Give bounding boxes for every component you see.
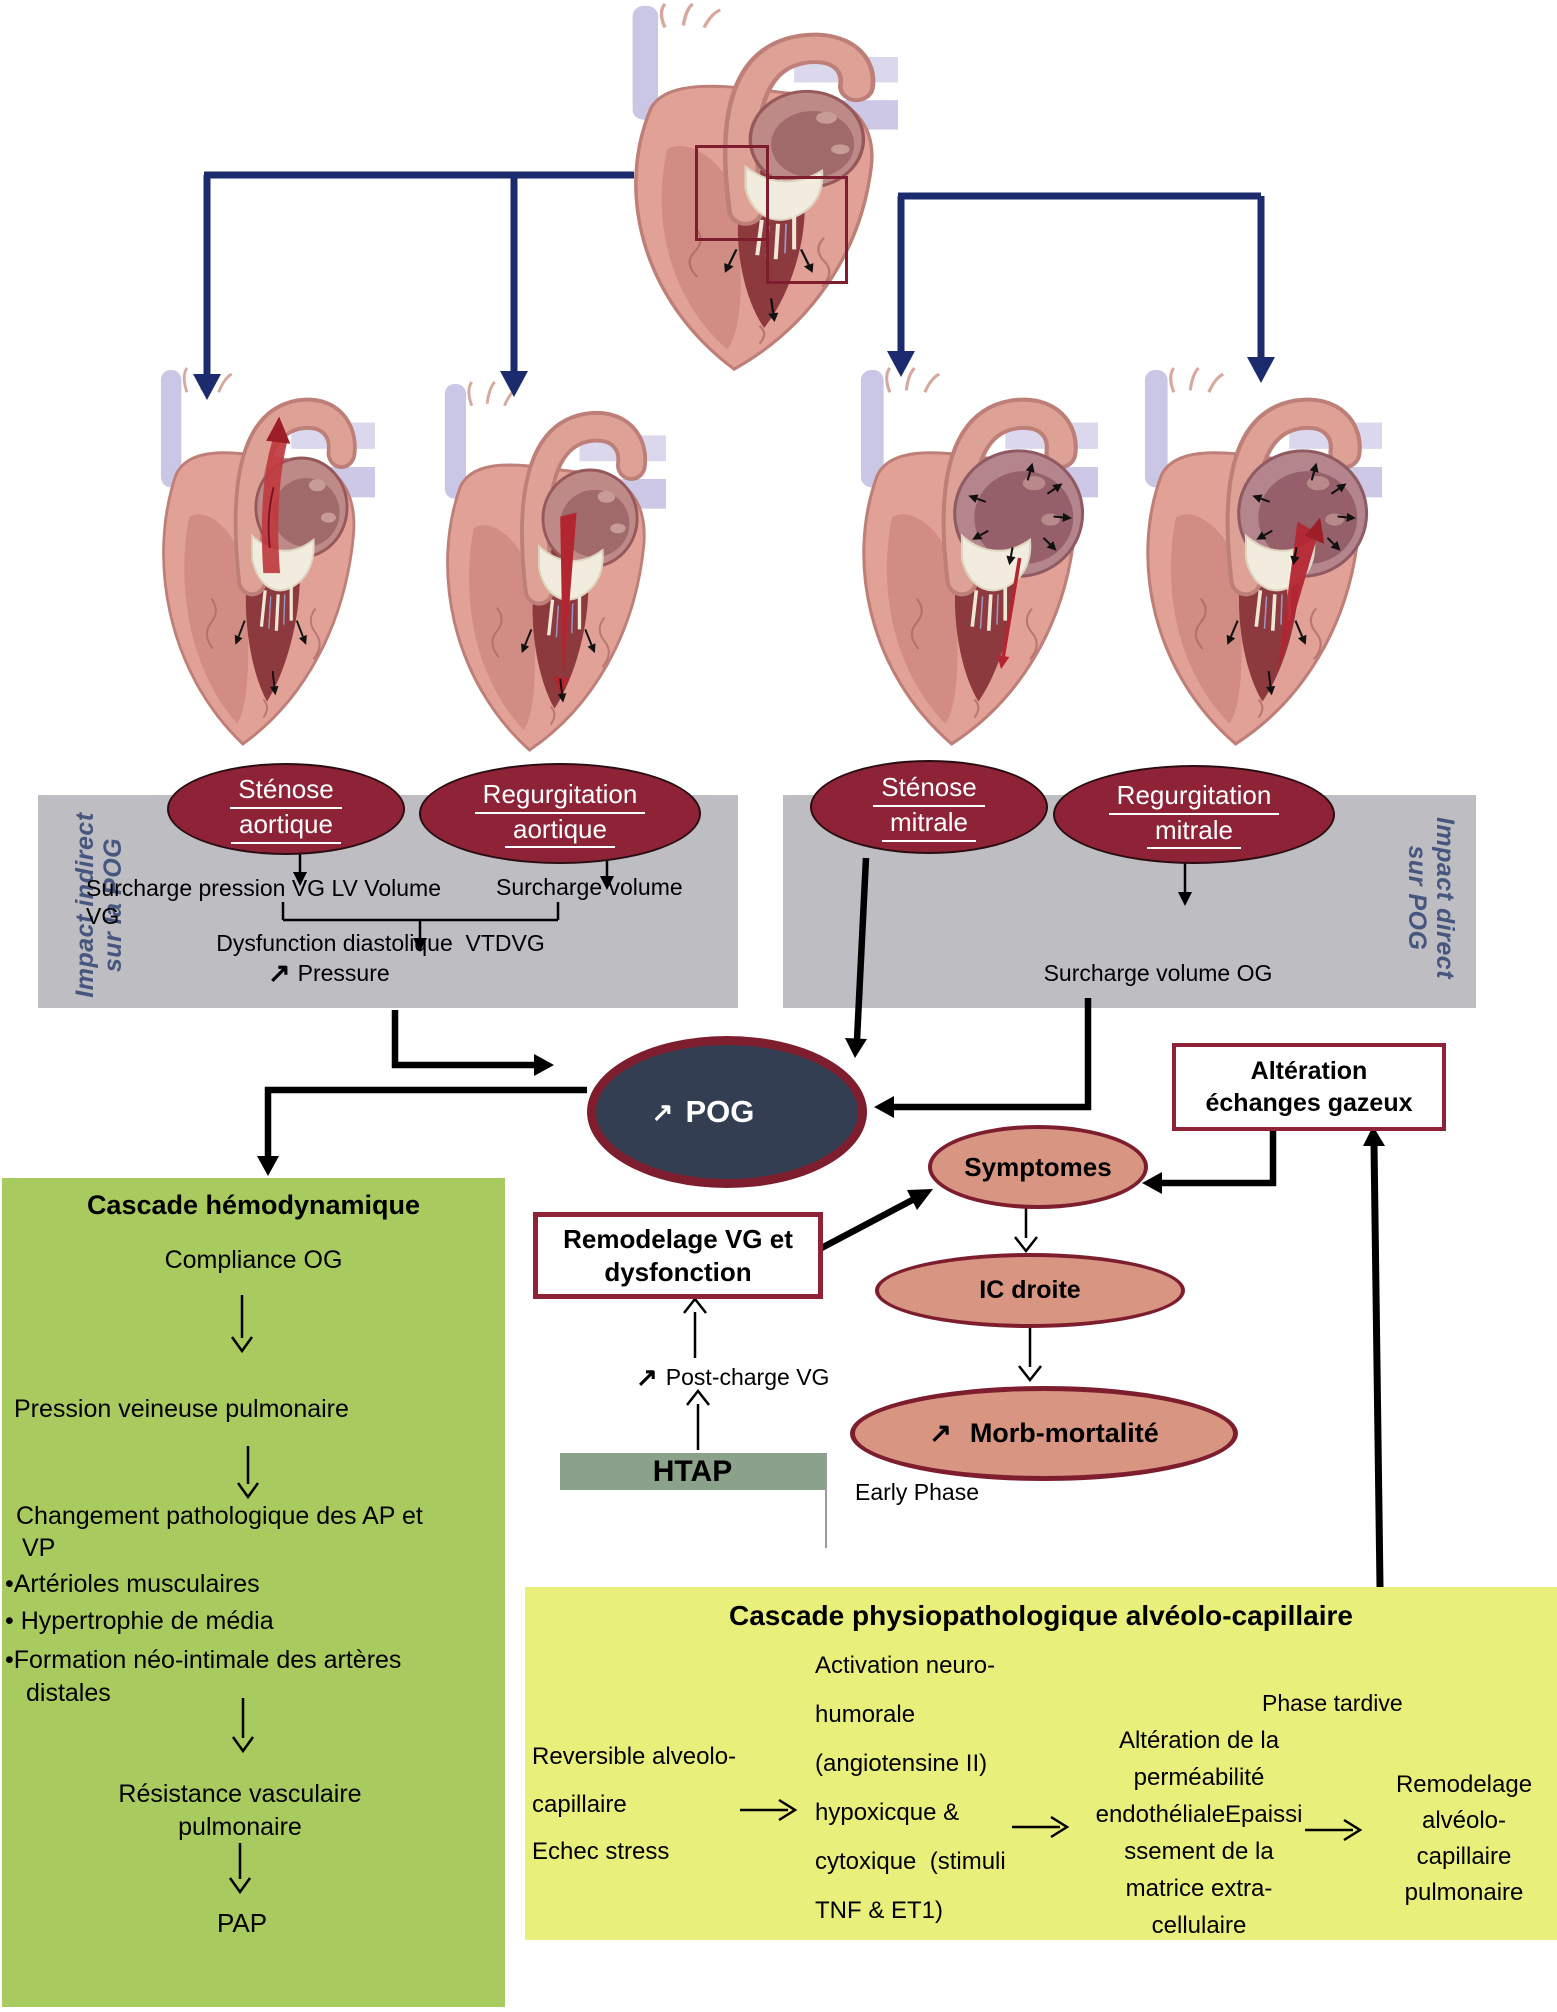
yellow-col3-line: cellulaire <box>1151 1912 1247 1939</box>
yellow-col3-line: endothélialeEpaissi <box>1095 1801 1303 1828</box>
compliance-og-text: Compliance OG <box>164 1246 343 1274</box>
pressure-text: ↗ Pressure <box>268 958 390 988</box>
oval-label: Sténose <box>873 772 985 807</box>
oval-label: mitrale <box>881 807 976 842</box>
yellow-col2-line: TNF & ET1) <box>815 1897 944 1924</box>
remodelage-box: Remodelage VG et dysfonction <box>533 1212 823 1299</box>
yellow-col3-line: ssement de la <box>1124 1838 1274 1865</box>
bullet-arterioles: •Artérioles musculaires <box>5 1570 260 1598</box>
yellow-col4-line: pulmonaire <box>1404 1879 1524 1906</box>
surcharge-pression-text: Surcharge pression VG LV Volume VG <box>86 875 441 930</box>
phase-tardive-label: Phase tardive <box>1262 1690 1403 1716</box>
green-box-title: Cascade hémodynamique <box>86 1190 421 1220</box>
up-trend-icon: ↗ <box>929 1418 952 1448</box>
yellow-col2-line: Activation neuro- <box>815 1652 996 1679</box>
up-trend-icon: ↗ <box>268 958 291 988</box>
up-trend-icon: ↗ <box>636 1362 658 1392</box>
heart-illustration-top <box>598 2 898 375</box>
oval-label: Regurgitation <box>1108 780 1280 815</box>
yellow-col1-line: Echec stress <box>532 1838 670 1865</box>
heart-illustration-mitral-stenosis <box>830 366 1098 750</box>
yellow-col4-line: capillaire <box>1416 1843 1512 1870</box>
oval-regurgitation-aortique: Regurgitation aortique <box>419 763 701 864</box>
surcharge-volume-text: Surcharge volume <box>496 874 683 900</box>
yellow-box-title: Cascade physiopathologique alvéolo-capil… <box>729 1600 1353 1631</box>
bullet-hypertrophie: • Hypertrophie de média <box>5 1607 274 1635</box>
dysfunction-text: Dysfunction diastolique VTDVG <box>216 930 545 956</box>
heart-illustration-aortic-stenosis <box>133 366 375 750</box>
yellow-col3-line: matrice extra- <box>1125 1875 1273 1902</box>
cascade-hemodynamique-box <box>2 1178 505 2007</box>
oval-stenose-mitrale: Sténose mitrale <box>810 760 1048 854</box>
ic-droite-ellipse: IC droite <box>875 1253 1185 1328</box>
pog-ellipse: ↗ POG <box>587 1036 867 1188</box>
resistance-text: Résistance vasculaire pulmonaire <box>118 1780 362 1841</box>
pap-text: PAP <box>216 1908 268 1938</box>
impact-direct-label: Impact direct sur POG <box>1403 816 1459 980</box>
mitral-valve-zoom-rect <box>766 176 848 284</box>
alteration-echanges-box: Altération échanges gazeux <box>1172 1043 1446 1131</box>
heart-illustration-aortic-regurgitation <box>416 380 666 756</box>
yellow-col1-line: Reversible alveolo- <box>532 1743 737 1770</box>
yellow-col4-line: alvéolo- <box>1421 1807 1507 1834</box>
symptomes-ellipse: Symptomes <box>928 1125 1148 1209</box>
oval-stenose-aortique: Sténose aortique <box>167 763 405 855</box>
heart-illustration-mitral-regurgitation <box>1114 366 1382 750</box>
yellow-col1-line: capillaire <box>532 1791 627 1818</box>
early-phase-label: Early Phase <box>855 1479 980 1505</box>
yellow-col2-line: hypoxicque & <box>815 1799 960 1826</box>
oval-label: mitrale <box>1146 815 1241 850</box>
changement-text: Changement pathologique des AP et VP <box>16 1502 423 1562</box>
oval-label: aortique <box>231 809 341 844</box>
up-trend-icon: ↗ <box>651 1096 674 1127</box>
yellow-col3-line: Altération de la <box>1118 1727 1280 1754</box>
oval-label: aortique <box>505 814 615 849</box>
oval-label: Sténose <box>230 774 342 809</box>
yellow-col4-line: Remodelage <box>1395 1771 1533 1798</box>
yellow-col2-line: humorale <box>815 1701 916 1728</box>
post-charge-text: ↗ Post-charge VG <box>636 1362 830 1392</box>
yellow-col2-line: cytoxique (stimuli <box>815 1848 1006 1875</box>
cascade-alveolo-capillaire-box <box>525 1587 1557 1940</box>
surcharge-volume-og-text: Surcharge volume OG <box>1043 960 1273 986</box>
bullet-formation: •Formation néo-intimale des artères dist… <box>5 1646 402 1707</box>
yellow-col2-line: (angiotensine II) <box>815 1750 988 1777</box>
pression-veineuse-text: Pression veineuse pulmonaire <box>14 1395 349 1423</box>
oval-regurgitation-mitrale: Regurgitation mitrale <box>1053 765 1335 864</box>
morb-mortalite-ellipse: ↗ Morb-mortalité <box>850 1386 1238 1481</box>
htap-bar: HTAP <box>560 1453 825 1490</box>
yellow-col3-line: perméabilité <box>1133 1764 1265 1791</box>
oval-label: Regurgitation <box>474 779 646 814</box>
